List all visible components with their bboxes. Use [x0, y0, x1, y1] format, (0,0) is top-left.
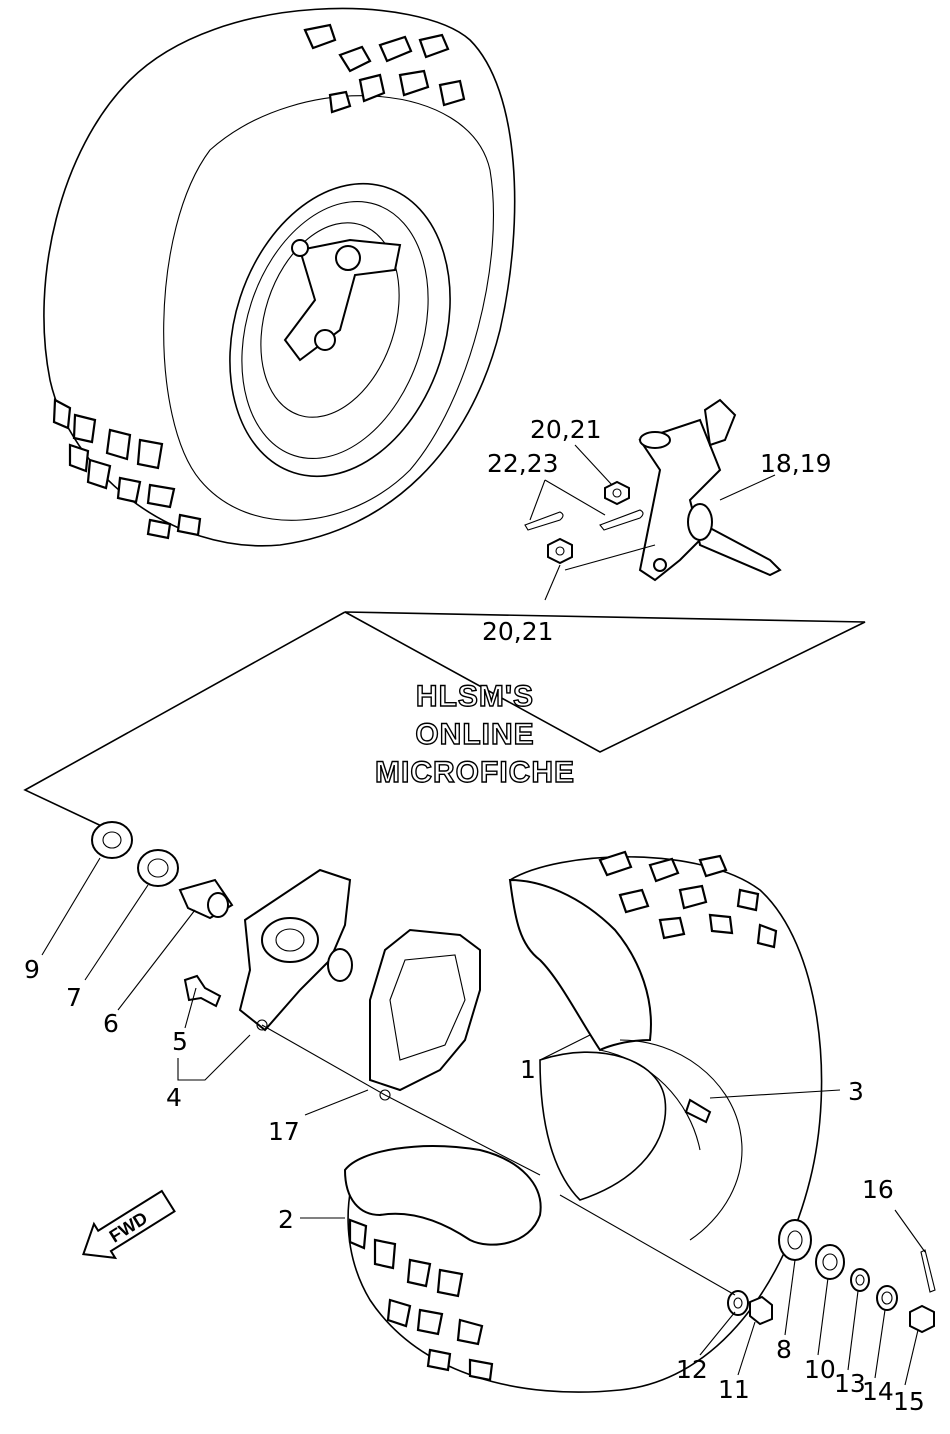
callout-14: 14 [862, 1377, 894, 1406]
upper-wheel-assembly [43, 7, 516, 547]
washer-12 [727, 1290, 749, 1316]
callout-20-21-bottom: 20,21 [482, 617, 554, 646]
cotter-pins [524, 509, 644, 531]
callout-8: 8 [776, 1335, 792, 1364]
cotter-pin-16 [920, 1249, 936, 1293]
callout-18-19: 18,19 [760, 449, 832, 478]
callout-1: 1 [520, 1055, 536, 1084]
callout-5: 5 [172, 1027, 188, 1056]
bearing-7 [137, 849, 179, 887]
bolt-5 [183, 974, 222, 1008]
callout-16: 16 [862, 1175, 894, 1204]
callout-7: 7 [66, 983, 82, 1012]
upper-leader-lines [23, 444, 866, 831]
callout-labels: 20,21 22,23 18,19 20,21 9 7 6 5 4 17 1 3… [24, 415, 925, 1416]
callout-3: 3 [848, 1077, 864, 1106]
hub-4 [238, 868, 353, 1032]
callout-20-21-top: 20,21 [530, 415, 602, 444]
nut-15 [909, 1304, 935, 1334]
watermark-line1: HLSM'S [416, 680, 534, 713]
watermark-line2: ONLINE [415, 718, 534, 751]
castle-nut-lower [547, 537, 573, 565]
callout-6: 6 [103, 1009, 119, 1038]
fwd-arrow-icon: FWD [81, 1189, 176, 1260]
lower-wheel-assembly [343, 850, 823, 1393]
callout-15: 15 [893, 1387, 925, 1416]
callout-4: 4 [166, 1083, 182, 1112]
callout-13: 13 [834, 1369, 866, 1398]
callout-22-23: 22,23 [487, 449, 559, 478]
spacer-6 [178, 878, 234, 920]
bearing-8 [778, 1219, 812, 1261]
bearing-9 [91, 821, 133, 859]
callout-17: 17 [268, 1117, 300, 1146]
washer-13 [850, 1268, 870, 1292]
nut-11 [749, 1295, 773, 1326]
watermark-line3: MICROFICHE [375, 756, 575, 789]
callout-9: 9 [24, 955, 40, 984]
watermark: HLSM'S ONLINE MICROFICHE [374, 679, 575, 789]
steering-knuckle [638, 398, 782, 582]
callout-2: 2 [278, 1205, 294, 1234]
plate-17 [369, 928, 481, 1101]
callout-12: 12 [676, 1355, 708, 1384]
seal-10 [815, 1244, 845, 1280]
callout-10: 10 [804, 1355, 836, 1384]
lower-leader-lines [41, 857, 926, 1386]
washer-14 [876, 1285, 898, 1311]
castle-nut-upper [604, 480, 630, 506]
callout-11: 11 [718, 1375, 750, 1404]
